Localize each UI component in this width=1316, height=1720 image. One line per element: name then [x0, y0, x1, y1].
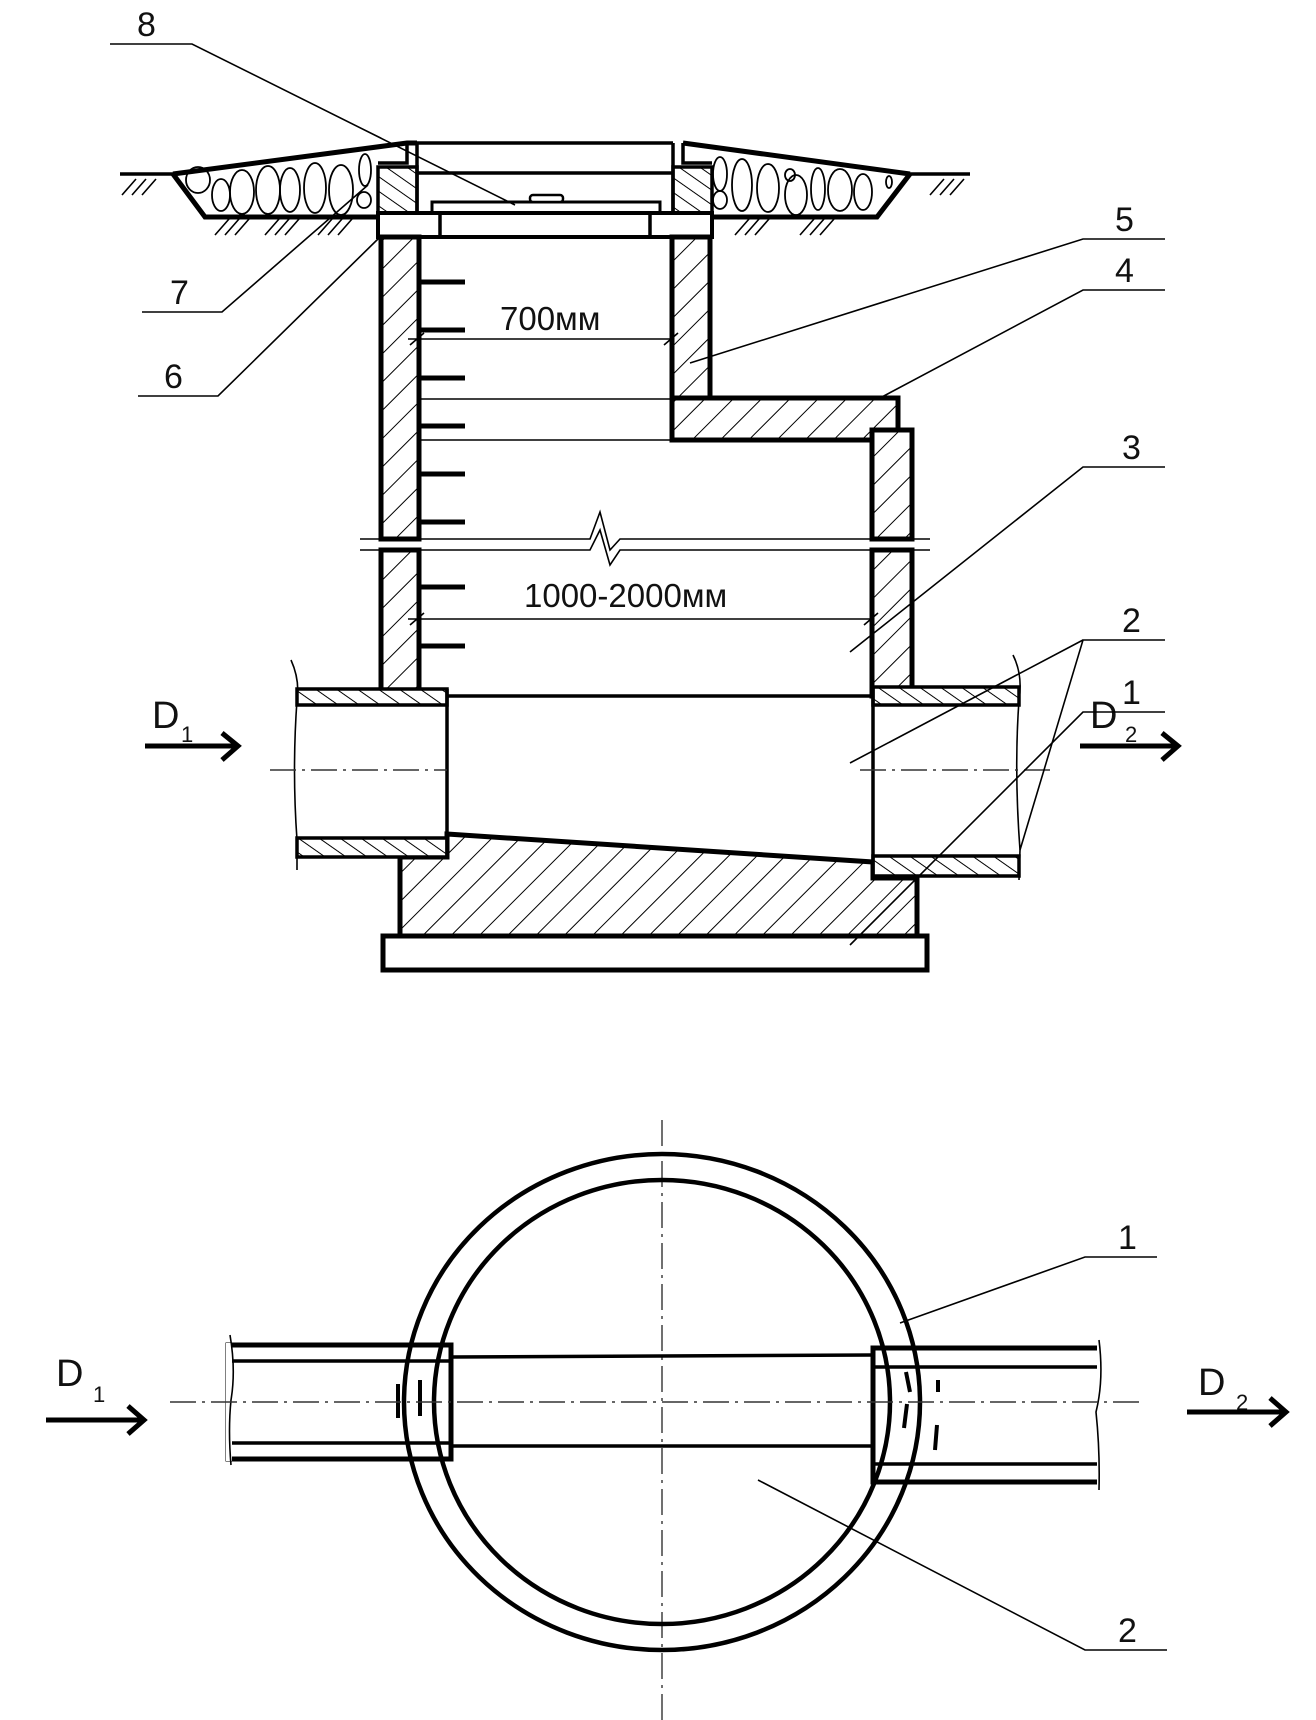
- plan-callout-1: 1: [899, 1219, 1157, 1324]
- arrow-right-icon: [1160, 731, 1182, 762]
- callout-4-label: 4: [1115, 252, 1134, 290]
- break-lines: [360, 509, 930, 567]
- outlet-flow-letter: D: [1090, 695, 1117, 737]
- callout-1-label: 1: [1122, 674, 1141, 712]
- callout-3-label: 3: [1122, 429, 1141, 467]
- neck-wall-right: [669, 234, 713, 401]
- inlet-pipe: [270, 659, 449, 870]
- dimension-neck: 700мм: [408, 300, 679, 346]
- outlet-flow-subscript: 2: [1125, 722, 1137, 747]
- plan-inlet-flow-letter: D: [56, 1353, 83, 1395]
- plan-callout-2-label: 2: [1118, 1612, 1137, 1650]
- dimension-neck-label: 700мм: [500, 300, 600, 337]
- manhole-cover: [430, 193, 662, 215]
- callout-5: 5: [689, 201, 1165, 364]
- dimension-shaft: 1000-2000мм: [408, 577, 879, 626]
- inlet-flow-arrow: D 1: [145, 695, 242, 762]
- arrow-right-icon: [126, 1404, 148, 1436]
- callout-2-label: 2: [1122, 602, 1141, 640]
- callout-2: 2: [849, 602, 1165, 851]
- inlet-flow-letter: D: [152, 695, 179, 737]
- flow-tray: [397, 694, 920, 939]
- plan-inlet-flow-subscript: 1: [93, 1382, 105, 1407]
- callout-5-label: 5: [1115, 201, 1134, 239]
- callout-6: 6: [138, 236, 381, 397]
- callout-1: 1: [849, 674, 1165, 946]
- ladder-rungs: [419, 279, 465, 649]
- arrow-right-icon: [220, 731, 242, 762]
- outlet-pipe: [860, 654, 1050, 881]
- shaft-wall-left-upper: [378, 234, 422, 542]
- shaft-wall-right-lower: [869, 547, 915, 699]
- section-view: 700мм 1000-2000мм: [110, 6, 1182, 973]
- base-slab: [380, 933, 930, 973]
- plan-outlet-flow-subscript: 2: [1236, 1390, 1248, 1415]
- tray-edge-top: [450, 1353, 874, 1359]
- gravel-bed-right: [682, 140, 912, 220]
- ground: [120, 172, 970, 236]
- plan-callout-2: 2: [757, 1479, 1167, 1651]
- arrow-right-icon: [1268, 1396, 1290, 1428]
- plan-view: D 1 D 2 1 2: [46, 1120, 1290, 1720]
- callout-7: 7: [142, 184, 369, 313]
- shaft-wall-right-upper: [869, 427, 915, 542]
- top-slab: [376, 211, 714, 239]
- plan-outlet-pipe: [870, 1339, 1105, 1491]
- callout-6-label: 6: [164, 358, 183, 396]
- plan-inlet-flow-arrow: D 1: [46, 1353, 148, 1436]
- inlet-flow-subscript: 1: [181, 722, 193, 747]
- cover-slab: [669, 395, 901, 443]
- callout-3: 3: [849, 429, 1165, 653]
- callout-4: 4: [879, 252, 1165, 399]
- plan-outlet-flow-letter: D: [1198, 1362, 1225, 1404]
- support-ring-right: [671, 165, 714, 215]
- plan-inlet-pipe: [225, 1334, 454, 1466]
- ground-hatch-marks: [121, 178, 965, 236]
- plan-callout-1-label: 1: [1118, 1219, 1137, 1257]
- support-ring-left: [376, 165, 419, 215]
- dimension-shaft-label: 1000-2000мм: [524, 577, 727, 614]
- outlet-flow-arrow: D 2: [1080, 695, 1182, 762]
- callout-7-label: 7: [170, 274, 189, 312]
- plan-outlet-flow-arrow: D 2: [1187, 1362, 1290, 1428]
- callout-8: 8: [110, 6, 516, 206]
- callout-8-label: 8: [137, 6, 156, 44]
